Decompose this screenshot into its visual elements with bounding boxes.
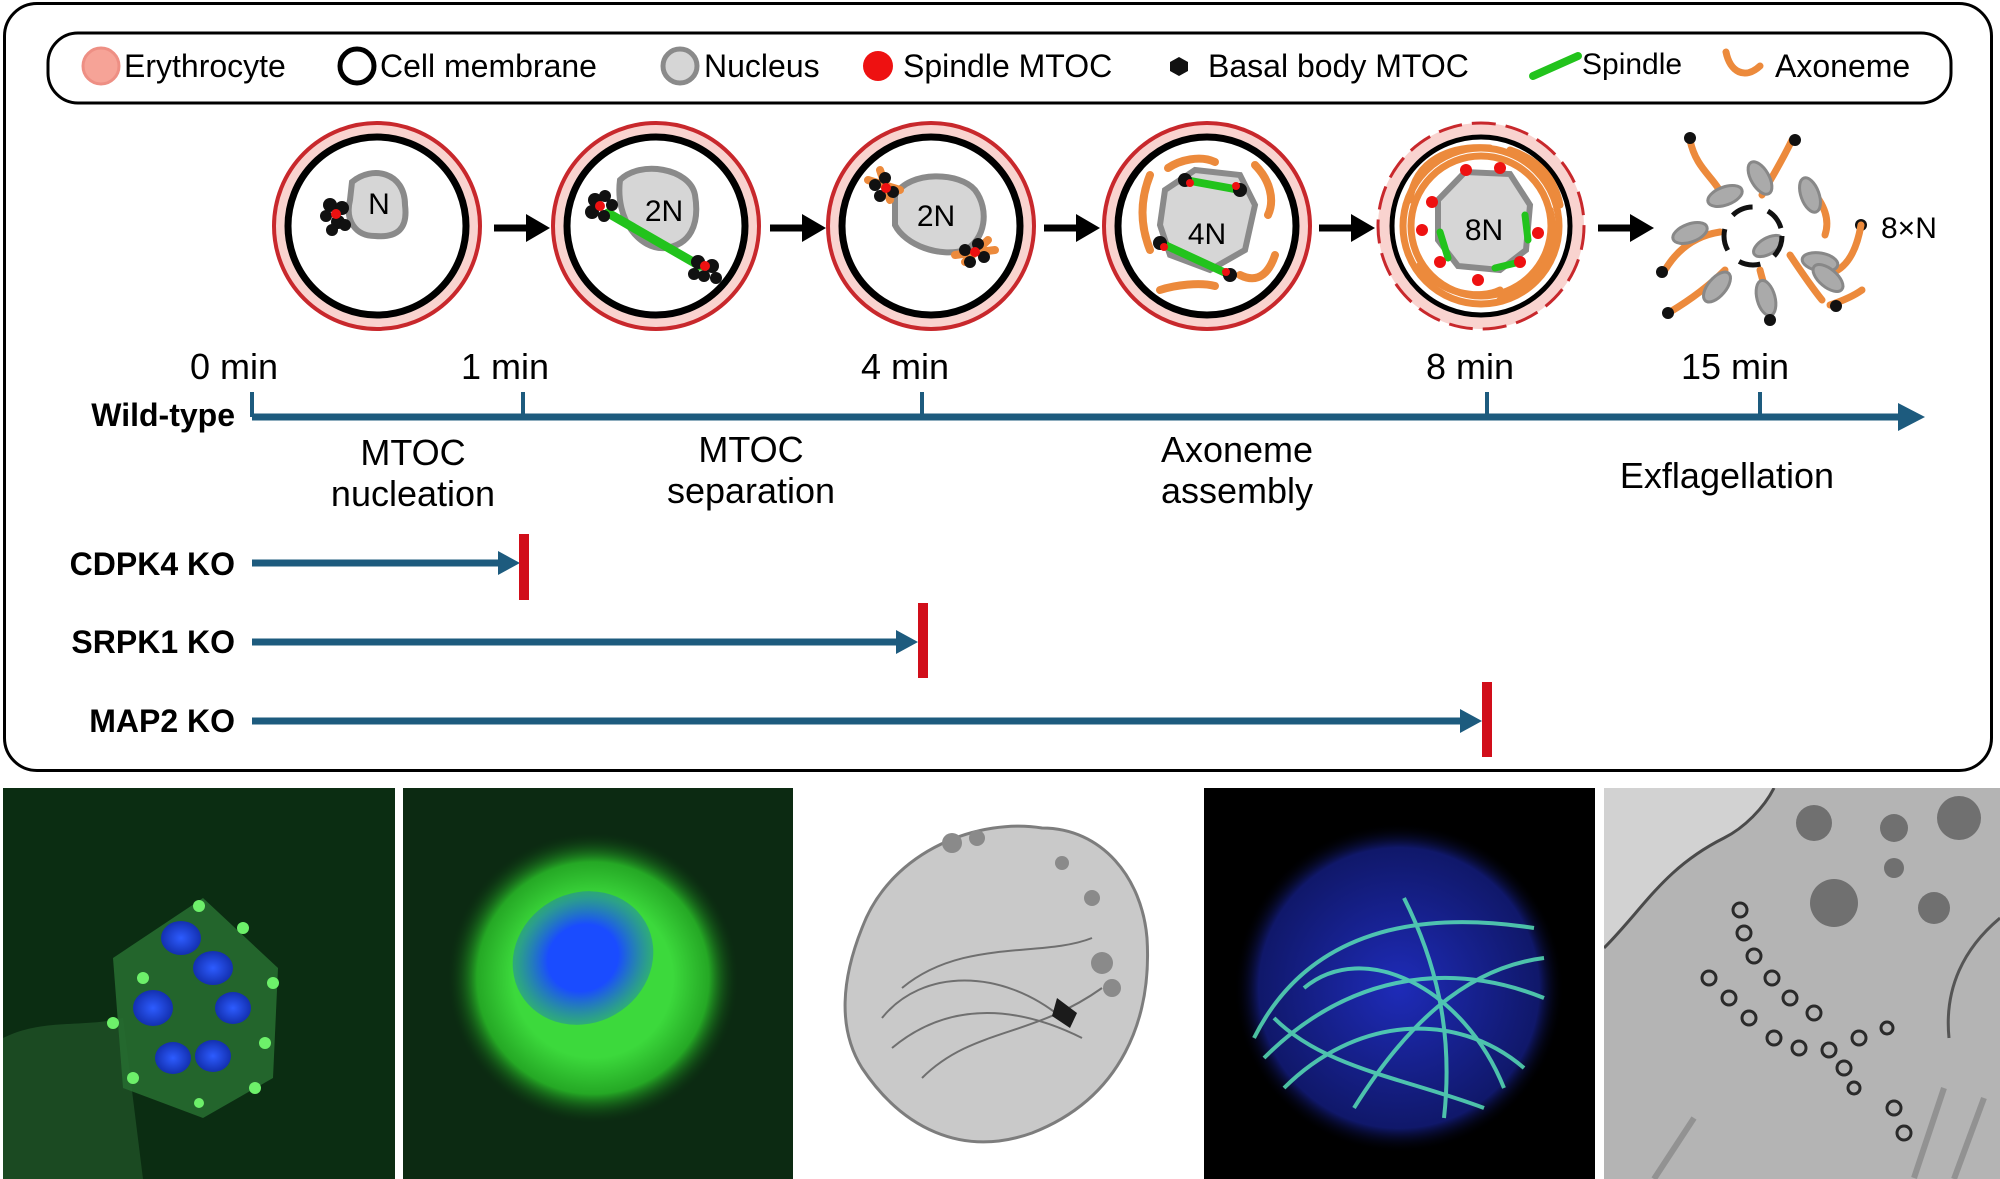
mutant-label: MAP2 KO [89,703,235,739]
mutant-label: SRPK1 KO [71,624,235,660]
spindle-icon [1161,176,1244,279]
axoneme-bundle-icon [1399,144,1564,308]
stage-1-cell: N [272,121,482,331]
stage-ploidy-label: 8N [1465,214,1503,247]
erythrocyte-swatch-icon [81,46,121,86]
mutant-timeline-map2: MAP2 KO [89,682,1492,757]
micrograph-2 [403,788,793,1179]
micrograph-5-electron [1604,788,2000,1179]
basal-body-cluster-icon [320,198,351,236]
cell-membrane-swatch-icon [337,46,377,86]
legend-label: Erythrocyte [124,48,286,84]
arrest-marker [519,534,529,600]
tick-label: 1 min [461,346,549,387]
arrest-marker [1482,682,1492,757]
legend-label: Axoneme [1775,48,1910,84]
basal-body-cluster-icon [585,190,618,222]
tick-label: 15 min [1681,346,1789,387]
spindle-mtoc-swatch-icon [863,51,893,81]
legend-frame [46,31,1953,105]
legend-label: Spindle MTOC [903,48,1112,84]
basal-body-mtoc-swatch-icon [1170,57,1188,76]
legend-label: Basal body MTOC [1208,48,1469,84]
tick-label: 4 min [861,346,949,387]
micrograph-4 [1204,788,1595,1179]
axoneme-bundle-icon [1138,154,1279,294]
male-gamete-icon [1798,176,1867,279]
mutant-timeline-srpk1: SRPK1 KO [71,603,928,678]
legend-label: Spindle [1582,48,1682,81]
top-panel [3,2,1993,772]
spindle-swatch-icon [1529,52,1582,80]
right-arrow-icon [1044,214,1100,242]
wild-type-timeline: Wild-type 0 min 1 min 4 min 8 min 15 min… [91,346,1925,514]
micrograph-1 [3,788,395,1179]
male-gamete-icon [1656,221,1724,278]
stage-5-cell: 8N [1376,121,1586,331]
right-arrow-icon [770,214,826,242]
basal-body-cluster-icon [869,172,899,202]
axoneme-swatch-icon [1722,48,1764,77]
stage-4-cell: 4N [1102,121,1312,331]
stage-ploidy-label: N [368,188,390,221]
legend-label: Nucleus [704,48,820,84]
spindle-icon [603,208,705,271]
legend: Erythrocyte Cell membrane Nucleus Spindl… [46,31,1953,105]
right-arrow-icon [1319,214,1375,242]
stage-ploidy-label: 2N [645,195,683,228]
mutant-arrowhead-icon [896,630,918,654]
residual-body-icon [1721,204,1785,268]
mutant-label: CDPK4 KO [70,546,235,582]
right-arrow-icon [494,214,550,242]
stage-ploidy-label: 4N [1188,218,1226,251]
stage-3-cell: 2N [826,121,1036,331]
phase-label: MTOC [360,432,465,473]
timeline-arrowhead-icon [1898,403,1925,431]
phase-label: Axoneme [1161,429,1313,470]
mutant-arrowhead-icon [498,551,520,575]
arrest-marker [918,603,928,678]
legend-label: Cell membrane [380,48,597,84]
mutant-arrowhead-icon [1460,709,1482,733]
mutant-timeline-cdpk4: CDPK4 KO [70,534,529,600]
nucleus-swatch-icon [660,46,700,86]
stage-arrows [494,214,1654,242]
male-gamete-icon [1662,266,1732,319]
micrograph-3 [802,788,1192,1179]
phase-label: separation [667,470,835,511]
phase-label: assembly [1161,470,1313,511]
phase-label: nucleation [331,473,495,514]
male-gamete-icon [1754,266,1778,326]
basal-body-cluster-icon [959,238,990,268]
diagram: Erythrocyte Cell membrane Nucleus Spindl… [46,31,1953,757]
phase-label: MTOC [698,429,803,470]
tick-label: 8 min [1426,346,1514,387]
stage-ploidy-label: 8×N [1881,212,1937,245]
timeline-label: Wild-type [91,397,235,433]
male-gamete-icon [1684,132,1744,208]
stage-2-cell: 2N [551,121,761,331]
male-gamete-icon [1786,251,1845,304]
right-arrow-icon [1598,214,1654,242]
phase-label: Exflagellation [1620,455,1834,496]
stage-ploidy-label: 2N [917,200,955,233]
stage-6-exflagellation: 8×N [1656,132,1937,326]
basal-body-cluster-icon [688,255,722,284]
male-gamete-icon [1746,134,1801,199]
tick-label: 0 min [190,346,278,387]
